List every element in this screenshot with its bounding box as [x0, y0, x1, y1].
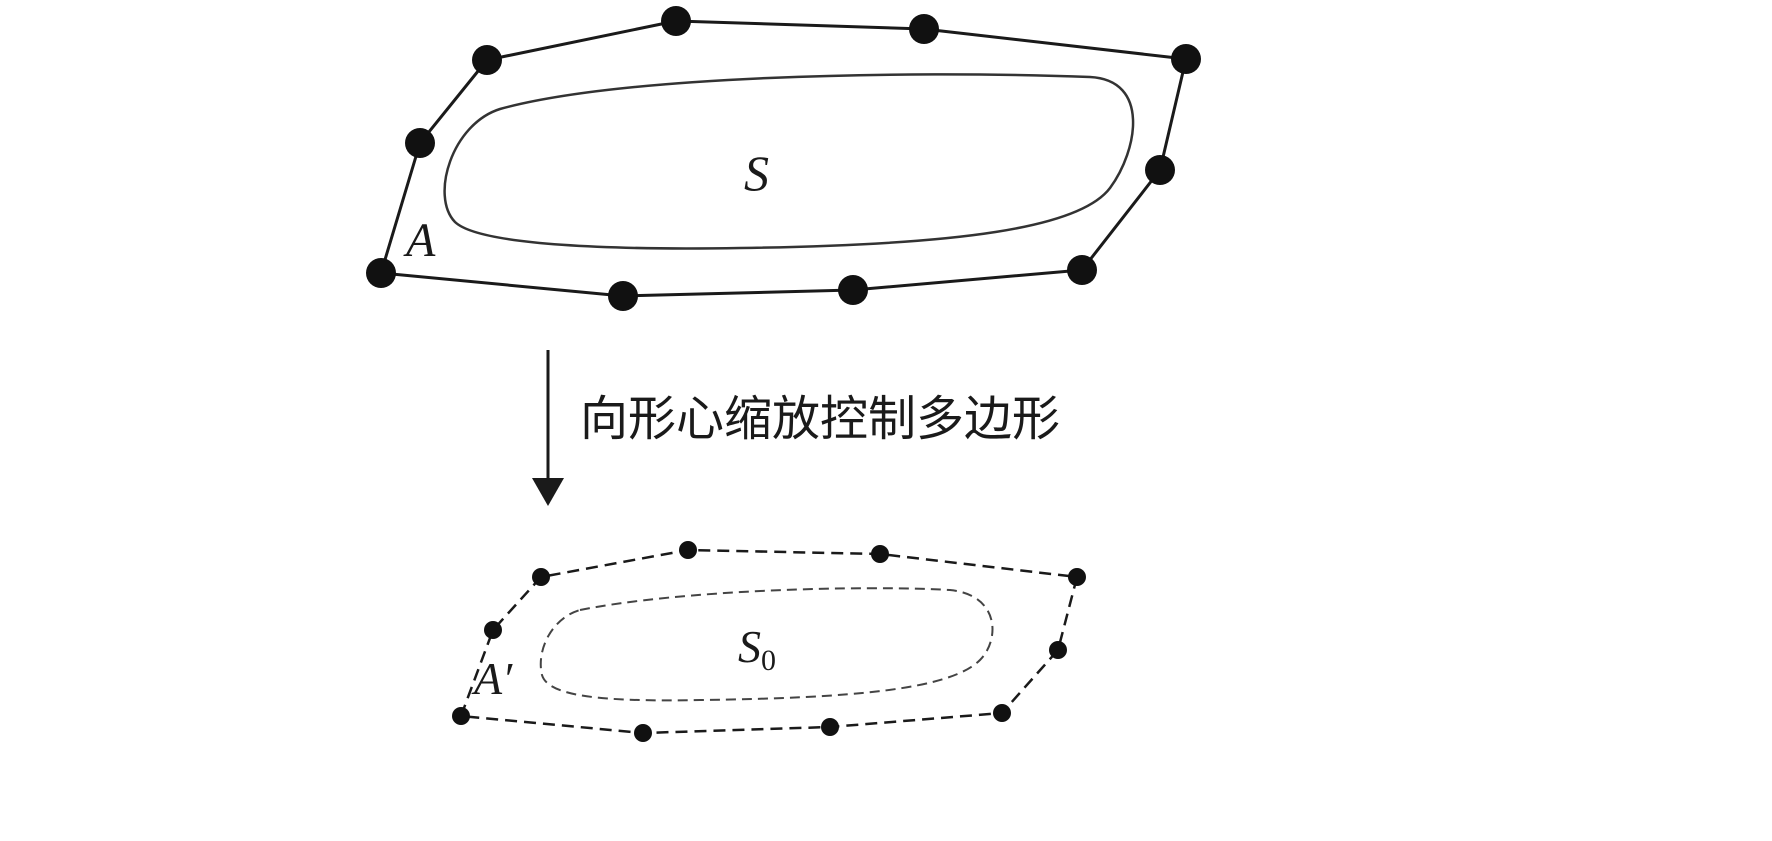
polygon-a-label: A	[403, 214, 436, 267]
control-point	[634, 724, 652, 742]
control-point	[1068, 568, 1086, 586]
scale-arrow: 向形心缩放控制多边形	[532, 350, 1060, 506]
control-point	[1145, 155, 1175, 185]
control-point	[405, 128, 435, 158]
control-point	[1049, 641, 1067, 659]
control-point	[679, 541, 697, 559]
control-point	[1067, 255, 1097, 285]
control-polygon-a-prime	[459, 548, 1079, 735]
control-point	[472, 45, 502, 75]
control-points-a-prime	[452, 541, 1086, 742]
control-point	[661, 6, 691, 36]
region-s-curve	[443, 73, 1135, 250]
control-point	[452, 707, 470, 725]
region-s0-curve	[539, 587, 994, 702]
control-point	[366, 258, 396, 288]
control-point	[871, 545, 889, 563]
control-point	[532, 568, 550, 586]
bottom-figure: S0 A′	[452, 541, 1086, 742]
control-point	[1171, 44, 1201, 74]
control-points-a	[366, 6, 1201, 311]
control-point	[821, 718, 839, 736]
region-s0-label: S0	[738, 621, 776, 677]
control-point	[838, 275, 868, 305]
arrow-head-icon	[532, 478, 564, 506]
control-point	[608, 281, 638, 311]
control-point	[993, 704, 1011, 722]
region-s-label: S	[744, 145, 769, 201]
control-point	[484, 621, 502, 639]
top-figure: S A	[366, 6, 1201, 311]
control-point	[909, 14, 939, 44]
arrow-caption: 向形心缩放控制多边形	[580, 391, 1060, 447]
polygon-a-prime-label: A′	[471, 653, 513, 704]
